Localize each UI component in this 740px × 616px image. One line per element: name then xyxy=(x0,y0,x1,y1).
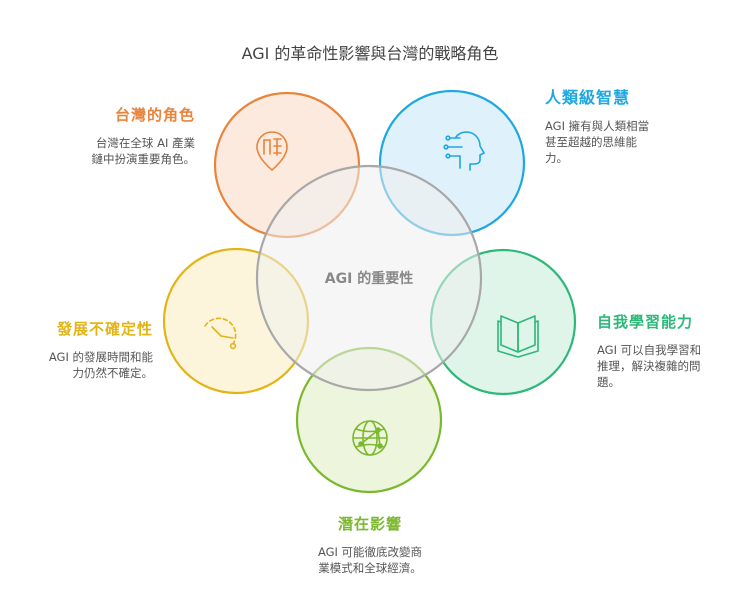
center-circle xyxy=(255,164,483,392)
desc-impact-1: AGI 可能徹底改變商 xyxy=(317,545,423,559)
desc-taiwan-1: 台灣在全球 AI 產業 xyxy=(95,136,195,150)
heading-impact: 潛在影響 xyxy=(337,515,402,533)
heading-taiwan: 台灣的角色 xyxy=(114,106,195,124)
label-self: 自我學習能力 AGI 可以自我學習和 推理，解決複雜的問 題。 xyxy=(597,311,732,390)
desc-human-1: AGI 擁有與人類相當 xyxy=(545,119,650,133)
heading-uncertain: 發展不確定性 xyxy=(56,320,153,338)
desc-impact-2: 業模式和全球經濟。 xyxy=(318,561,422,575)
desc-taiwan-2: 鏈中扮演重要角色。 xyxy=(91,152,196,166)
desc-self-3: 題。 xyxy=(597,375,620,389)
center-label: AGI 的重要性 xyxy=(325,270,413,287)
label-taiwan: 台灣的角色 台灣在全球 AI 產業 鏈中扮演重要角色。 xyxy=(50,104,196,167)
desc-uncertain-2: 力仍然不確定。 xyxy=(72,366,154,380)
label-uncertain: 發展不確定性 AGI 的發展時間和能 力仍然不確定。 xyxy=(5,318,153,381)
label-human: 人類級智慧 AGI 擁有與人類相當 甚至超越的思維能 力。 xyxy=(545,84,695,166)
map-pin-icon xyxy=(256,131,288,171)
desc-human-3: 力。 xyxy=(545,151,568,165)
desc-human-2: 甚至超越的思維能 xyxy=(545,135,637,149)
globe-network-icon xyxy=(352,420,388,456)
desc-self-2: 推理，解決複雜的問 xyxy=(597,359,701,373)
ai-head-icon xyxy=(443,131,485,171)
label-impact: 潛在影響 AGI 可能徹底改變商 業模式和全球經濟。 xyxy=(290,513,450,576)
desc-self-1: AGI 可以自我學習和 xyxy=(597,343,702,357)
heading-human: 人類級智慧 xyxy=(545,88,631,107)
partial-clock-icon xyxy=(204,317,237,350)
desc-uncertain-1: AGI 的發展時間和能 xyxy=(48,350,153,364)
open-book-icon xyxy=(497,315,539,358)
heading-self: 自我學習能力 xyxy=(597,313,694,331)
chart-title: AGI 的革命性影響與台灣的戰略角色 xyxy=(241,44,499,63)
